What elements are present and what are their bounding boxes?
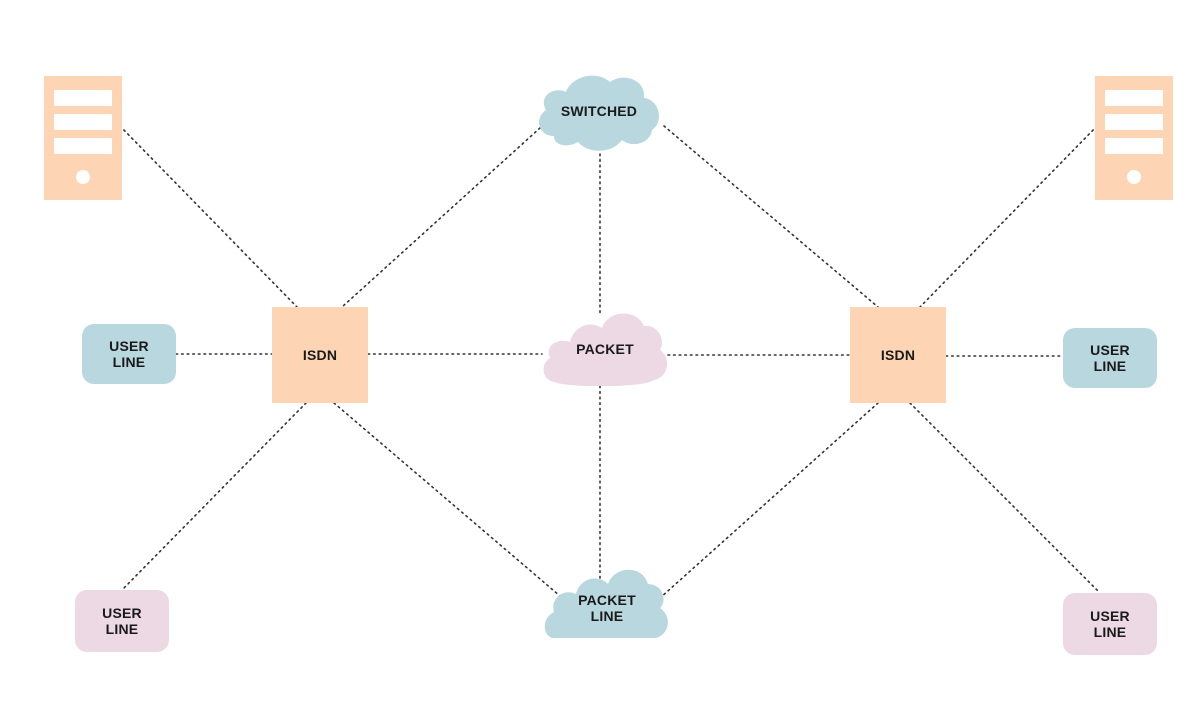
label-line-1: USER [1090, 342, 1130, 358]
cloud-icon [544, 569, 668, 638]
link-switched-cloud-to-isdn-right [663, 125, 879, 308]
packet-cloud: PACKET [540, 308, 670, 386]
user-line-right-mid: USER LINE [1063, 328, 1157, 388]
isdn-right-box: ISDN [850, 307, 946, 403]
isdn-left-box: ISDN [272, 307, 368, 403]
link-isdn-right-to-user-line-right-bottom [909, 402, 1101, 594]
label-line-1: USER [102, 605, 142, 621]
user-line-left-bottom: USER LINE [75, 590, 169, 652]
link-isdn-right-to-packet-line-cloud [659, 402, 879, 599]
label-line-2: LINE [590, 608, 624, 624]
packet-line-label: PACKET LINE [542, 576, 672, 640]
label-line-2: LINE [1093, 358, 1127, 374]
cloud-icon [543, 313, 668, 386]
user-line-right-bottom: USER LINE [1063, 593, 1157, 655]
link-isdn-left-to-user-line-left-bottom [121, 402, 307, 591]
packet-line-cloud: PACKET LINE [542, 562, 672, 640]
packet-label: PACKET [576, 341, 634, 357]
link-isdn-left-to-packet-line-cloud [333, 402, 561, 597]
label-line-1: USER [1090, 608, 1130, 624]
link-server-right-to-isdn-right [919, 125, 1098, 308]
switched-cloud: SWITCHED [532, 68, 666, 154]
link-switched-cloud-to-isdn-left [341, 127, 541, 308]
label-line-2: LINE [1093, 624, 1127, 640]
label-line-1: USER [109, 338, 149, 354]
label-line-1: PACKET [578, 592, 636, 608]
server-left-icon [44, 76, 122, 200]
cloud-icon [539, 75, 659, 151]
switched-label: SWITCHED [560, 103, 638, 119]
link-server-left-to-isdn-left [119, 125, 298, 308]
server-right-icon [1095, 76, 1173, 200]
label-line-2: LINE [105, 621, 139, 637]
label-line-2: LINE [112, 354, 146, 370]
user-line-left-mid: USER LINE [82, 324, 176, 384]
